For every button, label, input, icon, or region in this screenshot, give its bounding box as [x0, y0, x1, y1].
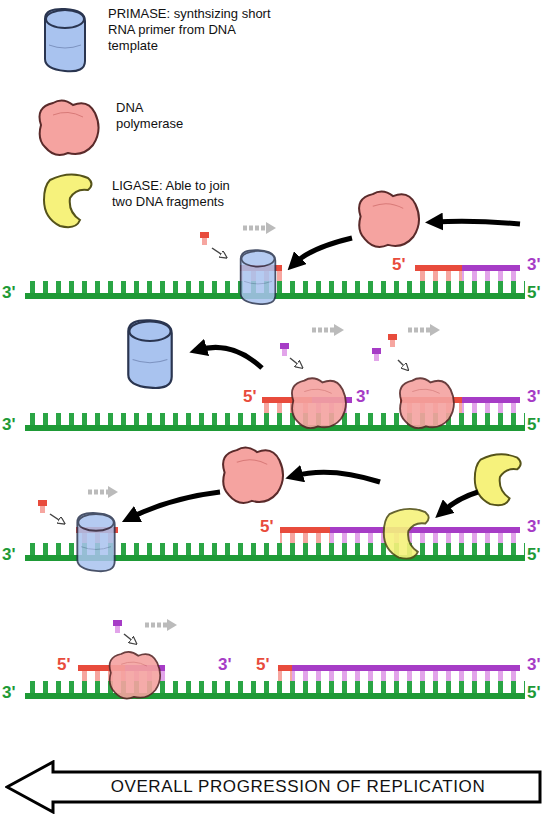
legend-swatch [40, 170, 95, 230]
strand-end-label: 3' [356, 388, 370, 405]
dna-row [25, 448, 525, 572]
strand-end-label: 3' [2, 684, 16, 701]
strand-end-label: 3' [527, 256, 541, 273]
strand-end-label: 3' [2, 284, 16, 301]
strand-end-label: 5' [57, 656, 71, 673]
strand-end-label: 5' [260, 518, 274, 535]
direction-arrow: OVERALL PROGRESSION OF REPLICATION [5, 760, 543, 814]
strand-end-label: 3' [527, 388, 541, 405]
legend-text: PRIMASE: synthsizing short RNA primer fr… [108, 6, 273, 54]
dna-row [25, 619, 525, 699]
arrow-text: OVERALL PROGRESSION OF REPLICATION [61, 770, 535, 804]
strand-end-label: 5' [527, 416, 541, 433]
strand-end-label: 5' [392, 256, 406, 273]
strand-end-label: 5' [527, 284, 541, 301]
strand-end-label: 3' [2, 546, 16, 563]
strand-end-label: 3' [527, 518, 541, 535]
strand-end-label: 3' [218, 656, 232, 673]
legend-text: LIGASE: Able to join two DNA fragments [112, 178, 252, 210]
strand-end-label: 5' [256, 656, 270, 673]
strand-end-label: 3' [527, 656, 541, 673]
legend-text: DNA polymerase [116, 100, 196, 132]
legend-swatch [35, 5, 95, 75]
strand-end-label: 5' [243, 388, 257, 405]
dna-row [25, 192, 525, 305]
strand-end-label: 3' [2, 416, 16, 433]
dna-row [25, 320, 525, 431]
strand-end-label: 5' [527, 546, 541, 563]
strand-end-label: 5' [527, 684, 541, 701]
legend-swatch [33, 95, 103, 160]
